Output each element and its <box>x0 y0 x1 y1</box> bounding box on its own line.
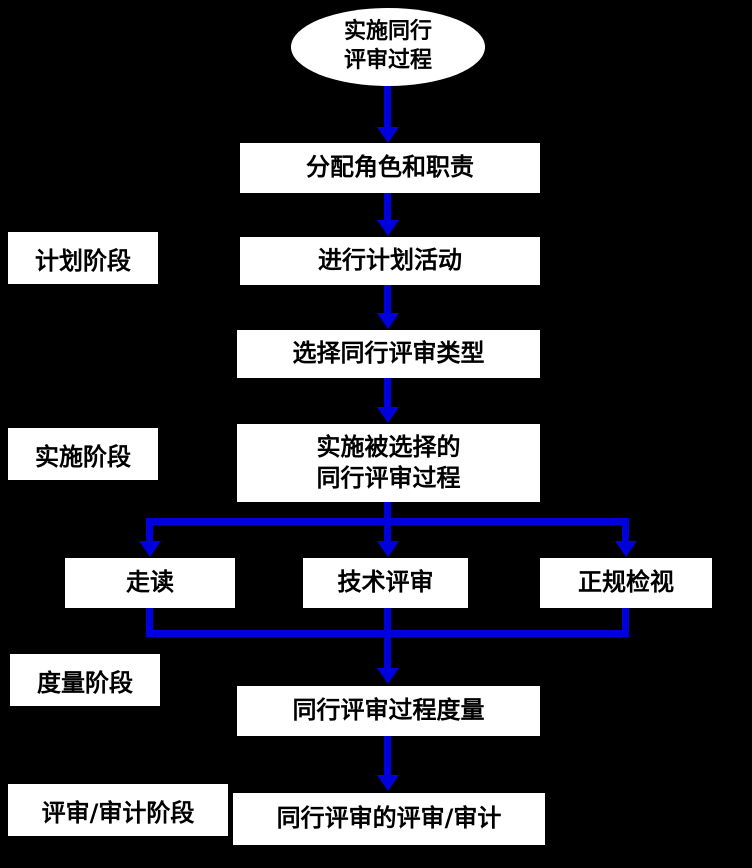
branch-right-head <box>615 541 637 557</box>
tech-review-node: 技术评审 <box>303 558 468 608</box>
phase-label-measure-text: 度量阶段 <box>37 668 133 697</box>
arrow-measure-to-audit-head <box>377 775 399 791</box>
arrow-start-to-assign-shaft <box>384 86 391 128</box>
arrow-measure-to-audit-shaft <box>384 736 391 776</box>
implement-process-node: 实施被选择的 同行评审过程 <box>237 424 540 502</box>
measure-label: 同行评审过程度量 <box>292 696 485 725</box>
branch-right-shaft <box>622 518 629 542</box>
arrow-merge-to-measure-head <box>377 668 399 684</box>
merge-right-shaft <box>622 608 629 637</box>
arrow-assign-to-plan-shaft <box>384 193 391 221</box>
tech-review-label: 技术评审 <box>337 568 434 597</box>
arrow-select-to-implement-shaft <box>384 378 391 408</box>
measure-node: 同行评审过程度量 <box>237 686 540 736</box>
plan-activities-label: 进行计划活动 <box>318 246 462 275</box>
merge-center-shaft <box>384 608 391 637</box>
arrow-merge-to-measure-shaft <box>384 637 391 669</box>
phase-label-measure: 度量阶段 <box>10 654 160 706</box>
audit-node: 同行评审的评审/审计 <box>233 793 545 845</box>
walkthrough-label: 走读 <box>126 568 174 597</box>
plan-activities-node: 进行计划活动 <box>240 237 540 285</box>
branch-left-head <box>139 541 161 557</box>
arrow-assign-to-plan-head <box>377 220 399 236</box>
assign-roles-node: 分配角色和职责 <box>240 143 540 193</box>
branch-center-head <box>377 541 399 557</box>
arrow-start-to-assign-head <box>377 127 399 143</box>
start-terminator-node: 实施同行 评审过程 <box>291 8 485 86</box>
branch-left-shaft <box>146 518 153 542</box>
walkthrough-node: 走读 <box>65 558 235 608</box>
phase-label-implement-text: 实施阶段 <box>35 442 131 471</box>
inspection-label: 正规检视 <box>578 568 674 597</box>
inspection-node: 正规检视 <box>540 558 712 608</box>
phase-label-audit-text: 评审/审计阶段 <box>41 798 195 827</box>
audit-label: 同行评审的评审/审计 <box>276 804 502 833</box>
select-review-type-node: 选择同行评审类型 <box>237 330 540 378</box>
select-review-type-label: 选择同行评审类型 <box>292 339 485 368</box>
phase-label-implement: 实施阶段 <box>8 428 158 480</box>
phase-label-plan: 计划阶段 <box>8 232 158 284</box>
assign-roles-label: 分配角色和职责 <box>306 153 474 182</box>
phase-label-audit: 评审/审计阶段 <box>8 784 228 836</box>
merge-horizontal-bar <box>146 630 629 637</box>
arrow-select-to-implement-head <box>377 407 399 423</box>
implement-process-label: 实施被选择的 同行评审过程 <box>316 432 461 492</box>
start-terminator-label: 实施同行 评审过程 <box>343 19 432 73</box>
branch-horizontal-bar <box>146 518 629 525</box>
phase-label-plan-text: 计划阶段 <box>35 246 131 275</box>
arrow-plan-to-select-head <box>377 313 399 329</box>
arrow-plan-to-select-shaft <box>384 285 391 314</box>
merge-left-shaft <box>146 608 153 637</box>
